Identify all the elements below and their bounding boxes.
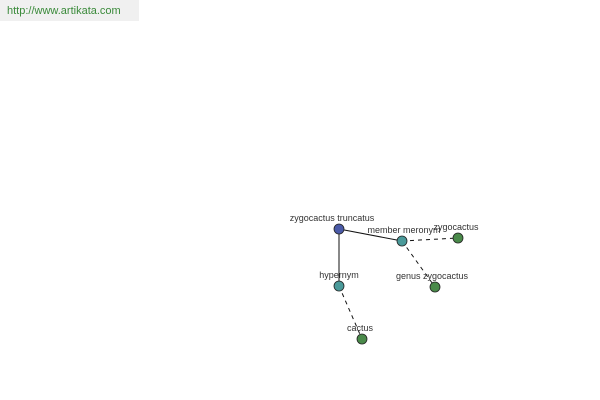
nodes-layer [333,223,464,345]
node-label-root: zygocactus truncatus [290,213,375,223]
edge-member-meronym-to-genus-zygocactus [401,240,436,288]
node-label-cactus: cactus [347,323,374,333]
node-root[interactable] [333,223,345,235]
node-zygocactus[interactable] [452,232,464,244]
url-link[interactable]: http://www.artikata.com [7,4,121,17]
node-label-zygocactus: zygocactus [433,222,479,232]
edge-root-to-member-meronym [338,228,403,242]
node-label-genus-zygocactus: genus zygocactus [396,271,469,281]
node-label-member-meronym: member meronym [367,225,440,235]
edges-layer [338,228,459,340]
node-genus-zygocactus[interactable] [429,281,441,293]
edge-hypernym-to-cactus [338,285,363,340]
labels-layer: zygocactus truncatus member meronymzygoca… [290,213,479,333]
node-hypernym[interactable] [333,280,345,292]
url-banner: http://www.artikata.com [0,0,139,21]
node-label-hypernym: hypernym [319,270,359,280]
node-member-meronym[interactable] [396,235,408,247]
edge-member-meronym-to-zygocactus [401,237,459,242]
node-cactus[interactable] [356,333,368,345]
